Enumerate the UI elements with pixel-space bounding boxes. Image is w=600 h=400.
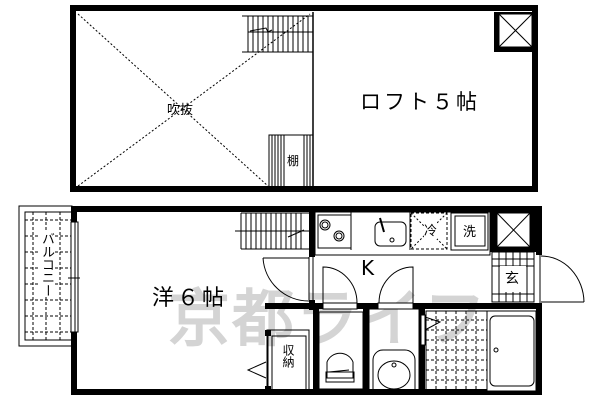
shelf-label: 棚 bbox=[287, 152, 300, 169]
loft-stair bbox=[242, 15, 313, 53]
fridge-label: 冷 bbox=[424, 220, 438, 239]
watermark: 京都ライフ bbox=[168, 282, 489, 355]
washer-label: 洗 bbox=[463, 221, 477, 240]
balcony-label: バルコニー bbox=[39, 232, 54, 297]
shelf bbox=[268, 134, 314, 188]
loft-room-label: ロフト５帖 bbox=[360, 90, 480, 114]
void-label: 吹抜 bbox=[167, 103, 194, 118]
western-room-label: 洋６帖 bbox=[152, 286, 228, 311]
storage-label: 収納 bbox=[281, 344, 295, 368]
kitchen-label: K bbox=[361, 256, 375, 280]
entrance-label: 玄 bbox=[505, 271, 519, 287]
